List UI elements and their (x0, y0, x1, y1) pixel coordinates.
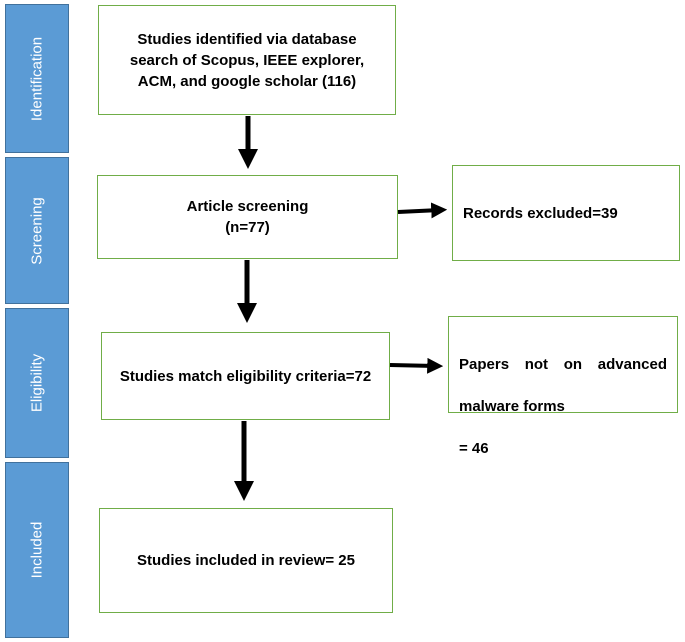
box-article-screening: Article screening (n=77) (97, 175, 398, 259)
not-advanced-line-3: = 46 (459, 440, 489, 457)
box-studies-included: Studies included in review= 25 (99, 508, 393, 613)
phase-included: Included (5, 462, 69, 638)
not-advanced-line-2: malware forms (459, 398, 565, 415)
arrow-screening-to-excluded (397, 202, 448, 219)
phase-screening: Screening (5, 157, 69, 304)
arrow-eligibility-to-not-advanced (389, 357, 444, 374)
not-advanced-line-1: Papers not on advanced (459, 356, 667, 373)
box-not-advanced-malware: Papers not on advanced malware forms = 4… (448, 316, 678, 457)
box-records-excluded: Records excluded=39 (452, 165, 680, 261)
box-studies-identified: Studies identified via database search o… (98, 5, 396, 115)
phase-eligibility: Eligibility (5, 308, 69, 458)
box-eligibility-criteria: Studies match eligibility criteria=72 (101, 332, 390, 420)
phase-identification: Identification (5, 4, 69, 153)
